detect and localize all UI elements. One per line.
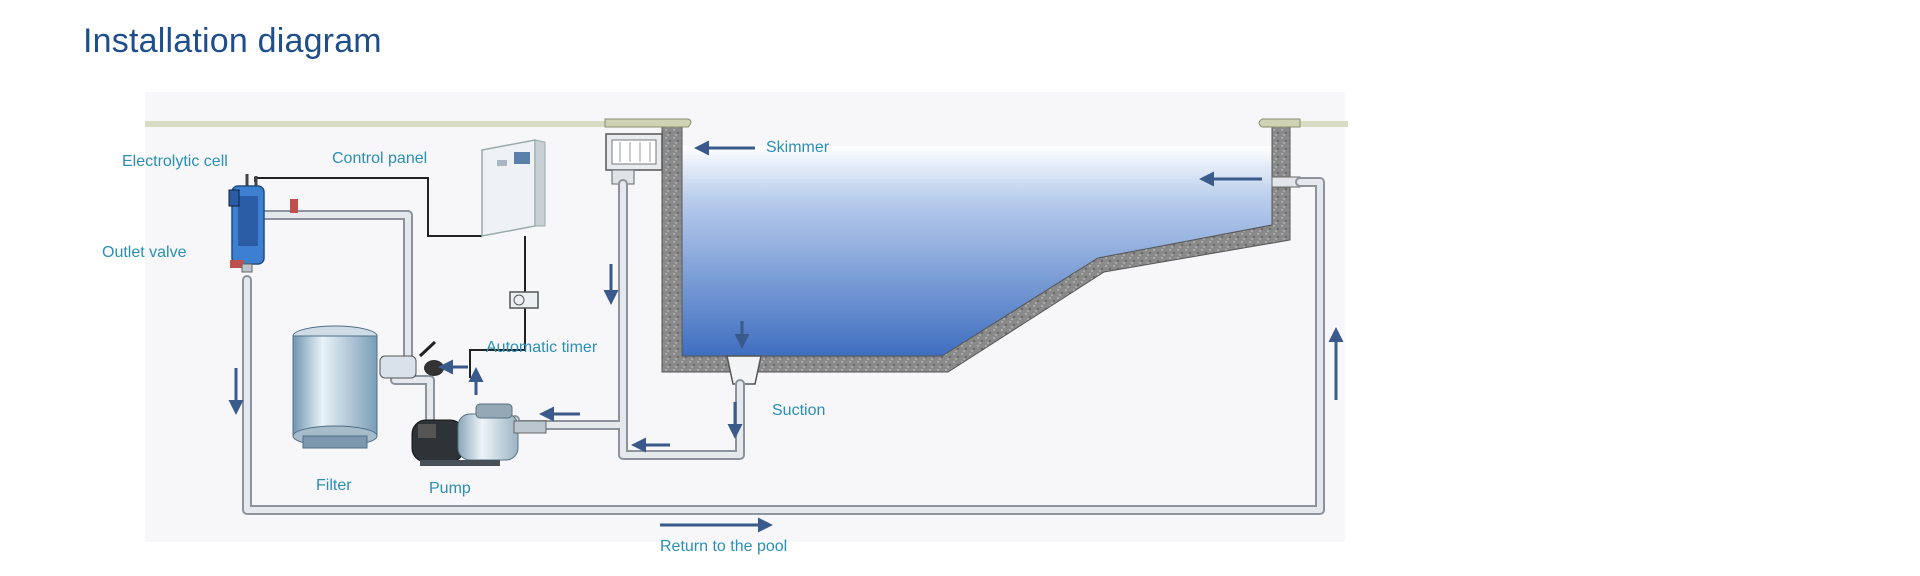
deck-line — [145, 121, 1348, 127]
page-title: Installation diagram — [83, 22, 382, 60]
outlet-valve — [230, 260, 253, 273]
label-electrolytic-cell: Electrolytic cell — [122, 153, 228, 170]
pool-walls — [604, 118, 1301, 373]
label-return-to-pool: Return to the pool — [660, 538, 787, 555]
suction-drain — [726, 355, 762, 385]
skimmer — [605, 133, 663, 185]
label-control-panel: Control panel — [332, 150, 427, 167]
label-pump: Pump — [429, 480, 471, 497]
flow-arrows — [228, 140, 1344, 533]
label-filter: Filter — [316, 477, 352, 494]
label-outlet-valve: Outlet valve — [102, 244, 187, 261]
control-panel — [481, 139, 546, 237]
label-suction: Suction — [772, 402, 825, 419]
filter-tank — [292, 325, 444, 449]
pool-pump — [411, 403, 547, 466]
pool-water — [682, 146, 1272, 356]
electrolytic-cell — [228, 174, 298, 265]
label-skimmer: Skimmer — [766, 139, 830, 156]
label-automatic-timer: Automatic timer — [486, 339, 598, 356]
automatic-timer — [509, 291, 539, 309]
